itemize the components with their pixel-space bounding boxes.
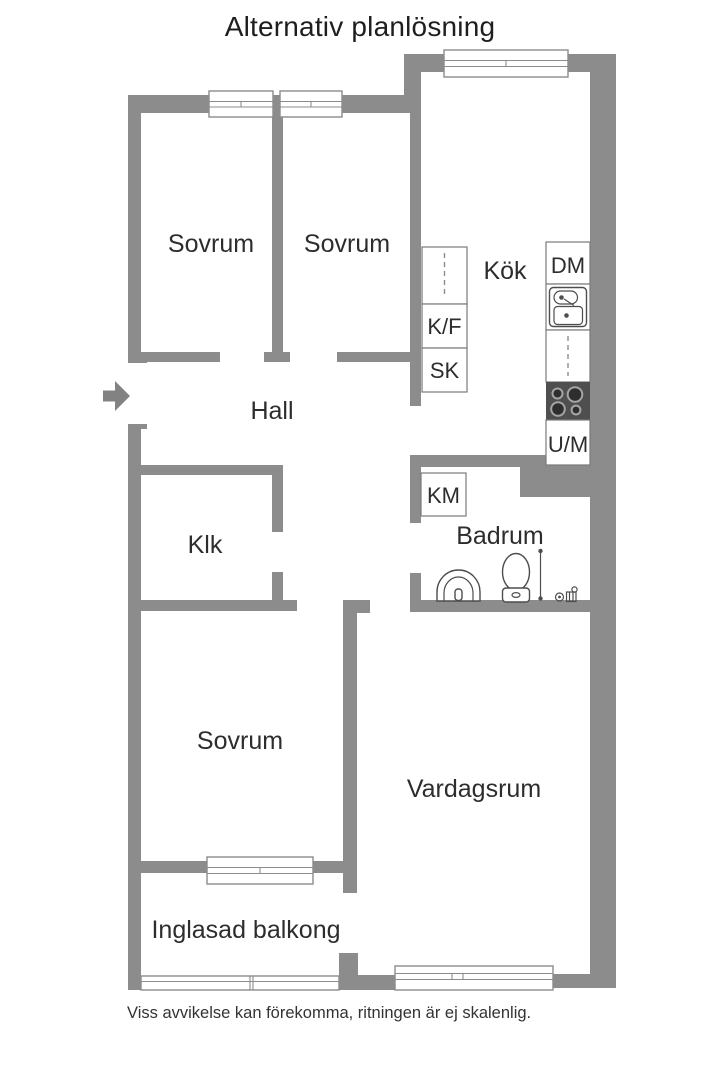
window-vardagsrum bbox=[394, 965, 554, 991]
balcony-glazing bbox=[140, 975, 340, 991]
stove-icon bbox=[546, 382, 590, 420]
washing-machine: KM bbox=[420, 472, 467, 517]
room-label-hall: Hall bbox=[250, 397, 293, 425]
kitchen-sink-icon bbox=[545, 283, 591, 331]
window-kok bbox=[443, 49, 569, 78]
page-title: Alternativ planlösning bbox=[224, 11, 496, 42]
room-label-vardagsrum: Vardagsrum bbox=[407, 775, 541, 803]
shower-rail-icon bbox=[538, 548, 543, 601]
kitchen-counter-right bbox=[545, 329, 591, 383]
room-label-sovrum-2: Sovrum bbox=[304, 230, 390, 258]
entrance-arrow-icon bbox=[103, 381, 130, 411]
window-sovrum-1 bbox=[208, 90, 274, 118]
room-label-sovrum-1: Sovrum bbox=[168, 230, 254, 258]
room-label-badrum: Badrum bbox=[456, 522, 544, 550]
window-sovrum-2 bbox=[279, 90, 343, 118]
room-label-balkong: Inglasad balkong bbox=[151, 916, 340, 944]
kitchen-cabinet-pantry: SK bbox=[421, 347, 468, 393]
bathroom-accessories-icon bbox=[554, 586, 578, 603]
kitchen-oven-micro: U/M bbox=[545, 419, 591, 466]
toilet-icon bbox=[501, 552, 531, 603]
window-sovrum-3-balcony bbox=[206, 856, 314, 885]
pantry-label: SK bbox=[430, 358, 460, 383]
room-label-sovrum-3: Sovrum bbox=[197, 727, 283, 755]
bathroom-sink-icon bbox=[436, 569, 481, 602]
kitchen-dishwasher: DM bbox=[545, 241, 591, 285]
kitchen-counter-left bbox=[421, 246, 468, 305]
disclaimer-text: Viss avvikelse kan förekomma, ritningen … bbox=[127, 1004, 532, 1022]
oven-micro-label: U/M bbox=[548, 432, 588, 457]
kitchen-cabinet-fridge-freezer: K/F bbox=[421, 303, 468, 349]
dishwasher-label: DM bbox=[551, 253, 585, 278]
interior-walls bbox=[128, 72, 590, 990]
fridge-freezer-label: K/F bbox=[427, 314, 461, 339]
room-label-kok: Kök bbox=[483, 257, 527, 285]
room-label-klk: Klk bbox=[188, 531, 223, 559]
washing-machine-label: KM bbox=[427, 483, 460, 508]
